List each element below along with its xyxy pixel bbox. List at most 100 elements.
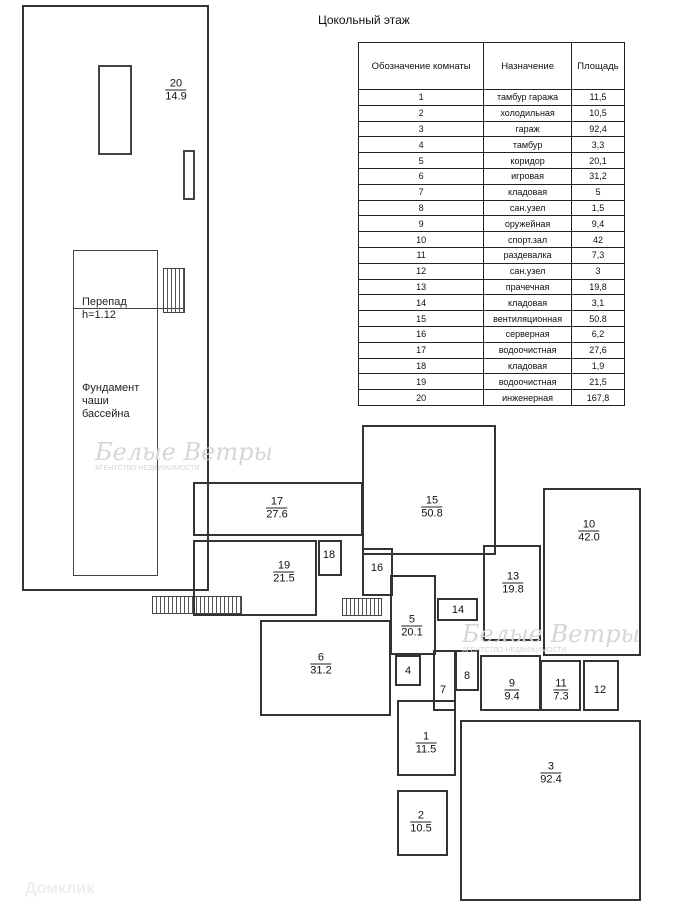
room-purpose: кладовая	[483, 183, 572, 201]
room-area: 27,6	[570, 341, 626, 359]
room-5	[390, 575, 436, 655]
room-number: 16	[357, 325, 485, 343]
room-purpose: вентиляционная	[483, 310, 572, 327]
room-3	[460, 720, 641, 901]
room-purpose: коридор	[483, 152, 572, 169]
room-area: 1,9	[570, 357, 626, 375]
room-14	[437, 598, 478, 621]
room-number: 20	[357, 389, 485, 406]
room-purpose: тамбур	[483, 136, 572, 154]
room-area: 1,5	[570, 199, 626, 217]
room-number: 4	[357, 136, 485, 154]
room-area: 3,3	[570, 136, 626, 154]
room-purpose: тамбур гаража	[483, 89, 572, 106]
room-area: 42	[570, 231, 626, 248]
pool-note: Фундамент чаши бассейна	[82, 382, 140, 420]
room-8	[455, 650, 479, 691]
col-header-area: Площадь	[570, 42, 626, 90]
room-number: 18	[357, 357, 485, 375]
room-purpose: инженерная	[483, 389, 572, 406]
drop-line	[73, 308, 183, 309]
room-area: 167,8	[570, 389, 626, 406]
room-number: 1	[357, 89, 485, 106]
room-area: 9,4	[570, 215, 626, 233]
room-area: 19,8	[570, 278, 626, 296]
room-7-label: 7	[439, 684, 447, 696]
room-purpose: раздевалка	[483, 246, 572, 264]
room-area: 5	[570, 183, 626, 201]
stairs	[152, 596, 242, 614]
room-area: 92,4	[570, 120, 626, 138]
room-number: 19	[357, 373, 485, 391]
room-area: 3,1	[570, 294, 626, 312]
stairs	[342, 598, 382, 616]
domclick-logo: Домклик	[25, 880, 95, 897]
room-number: 2	[357, 104, 485, 122]
room-purpose: спорт.зал	[483, 231, 572, 248]
room-number: 5	[357, 152, 485, 169]
room-purpose: кладовая	[483, 357, 572, 375]
room-20-wall	[22, 5, 209, 591]
room-area: 31,2	[570, 167, 626, 185]
stairs	[163, 268, 185, 313]
room-number: 7	[357, 183, 485, 201]
partition	[98, 65, 132, 155]
room-schedule-table: Обозначение комнаты Назначение Площадь 1…	[357, 42, 626, 406]
room-number: 14	[357, 294, 485, 312]
room-number: 6	[357, 167, 485, 185]
room-number: 9	[357, 215, 485, 233]
col-header-number: Обозначение комнаты	[357, 42, 485, 90]
room-8-label: 8	[463, 670, 471, 682]
room-area: 21,5	[570, 373, 626, 391]
room-area: 11,5	[570, 89, 626, 106]
room-12	[583, 660, 619, 711]
room-purpose: сан.узел	[483, 262, 572, 280]
room-purpose: прачечная	[483, 278, 572, 296]
room-10	[543, 488, 641, 656]
room-number: 15	[357, 310, 485, 327]
room-area: 7,3	[570, 246, 626, 264]
room-16-label: 16	[370, 562, 384, 574]
room-19	[193, 540, 317, 616]
col-header-purpose: Назначение	[483, 42, 572, 90]
room-6	[260, 620, 391, 716]
partition	[183, 150, 195, 200]
room-area: 50.8	[570, 310, 626, 327]
room-number: 12	[357, 262, 485, 280]
room-purpose: водоочистная	[483, 373, 572, 391]
room-11	[540, 660, 581, 711]
room-purpose: гараж	[483, 120, 572, 138]
room-12-label: 12	[593, 684, 607, 696]
room-1	[397, 700, 456, 776]
